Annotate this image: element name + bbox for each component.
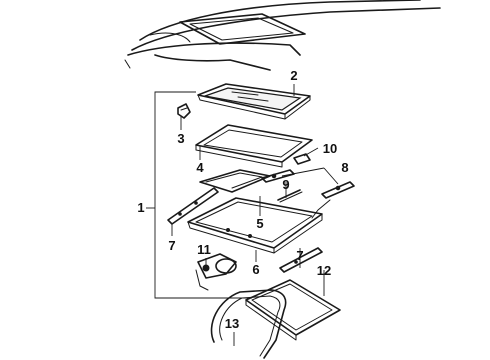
assembly-bracket xyxy=(146,91,252,299)
front-trim xyxy=(199,169,271,193)
glass-panel xyxy=(197,83,311,120)
callout-7-left: 7 xyxy=(168,238,175,253)
callout-11: 11 xyxy=(197,242,211,257)
callout-4: 4 xyxy=(196,160,204,175)
callout-10: 10 xyxy=(323,141,337,156)
clip xyxy=(177,103,191,119)
callout-8: 8 xyxy=(341,160,348,175)
drive-cable xyxy=(277,189,303,203)
right-side-rail xyxy=(279,247,323,273)
callout-3: 3 xyxy=(177,131,184,146)
callout-1: 1 xyxy=(137,200,144,215)
sunroof-frame xyxy=(187,197,323,254)
left-side-rail xyxy=(167,187,219,225)
sunshade-panel xyxy=(245,279,341,341)
callout-5: 5 xyxy=(256,216,263,231)
callout-2: 2 xyxy=(290,68,297,83)
leader-lines xyxy=(171,84,339,346)
callout-6: 6 xyxy=(252,262,259,277)
panel-seal xyxy=(195,124,313,168)
callout-9: 9 xyxy=(282,177,289,192)
weatherstrip xyxy=(210,289,287,359)
callout-12: 12 xyxy=(317,263,331,278)
callout-13: 13 xyxy=(225,316,239,331)
sunroof-motor xyxy=(195,253,237,291)
callout-7-right: 7 xyxy=(296,248,303,263)
vehicle-roof xyxy=(124,0,441,71)
small-bracket xyxy=(293,153,311,165)
